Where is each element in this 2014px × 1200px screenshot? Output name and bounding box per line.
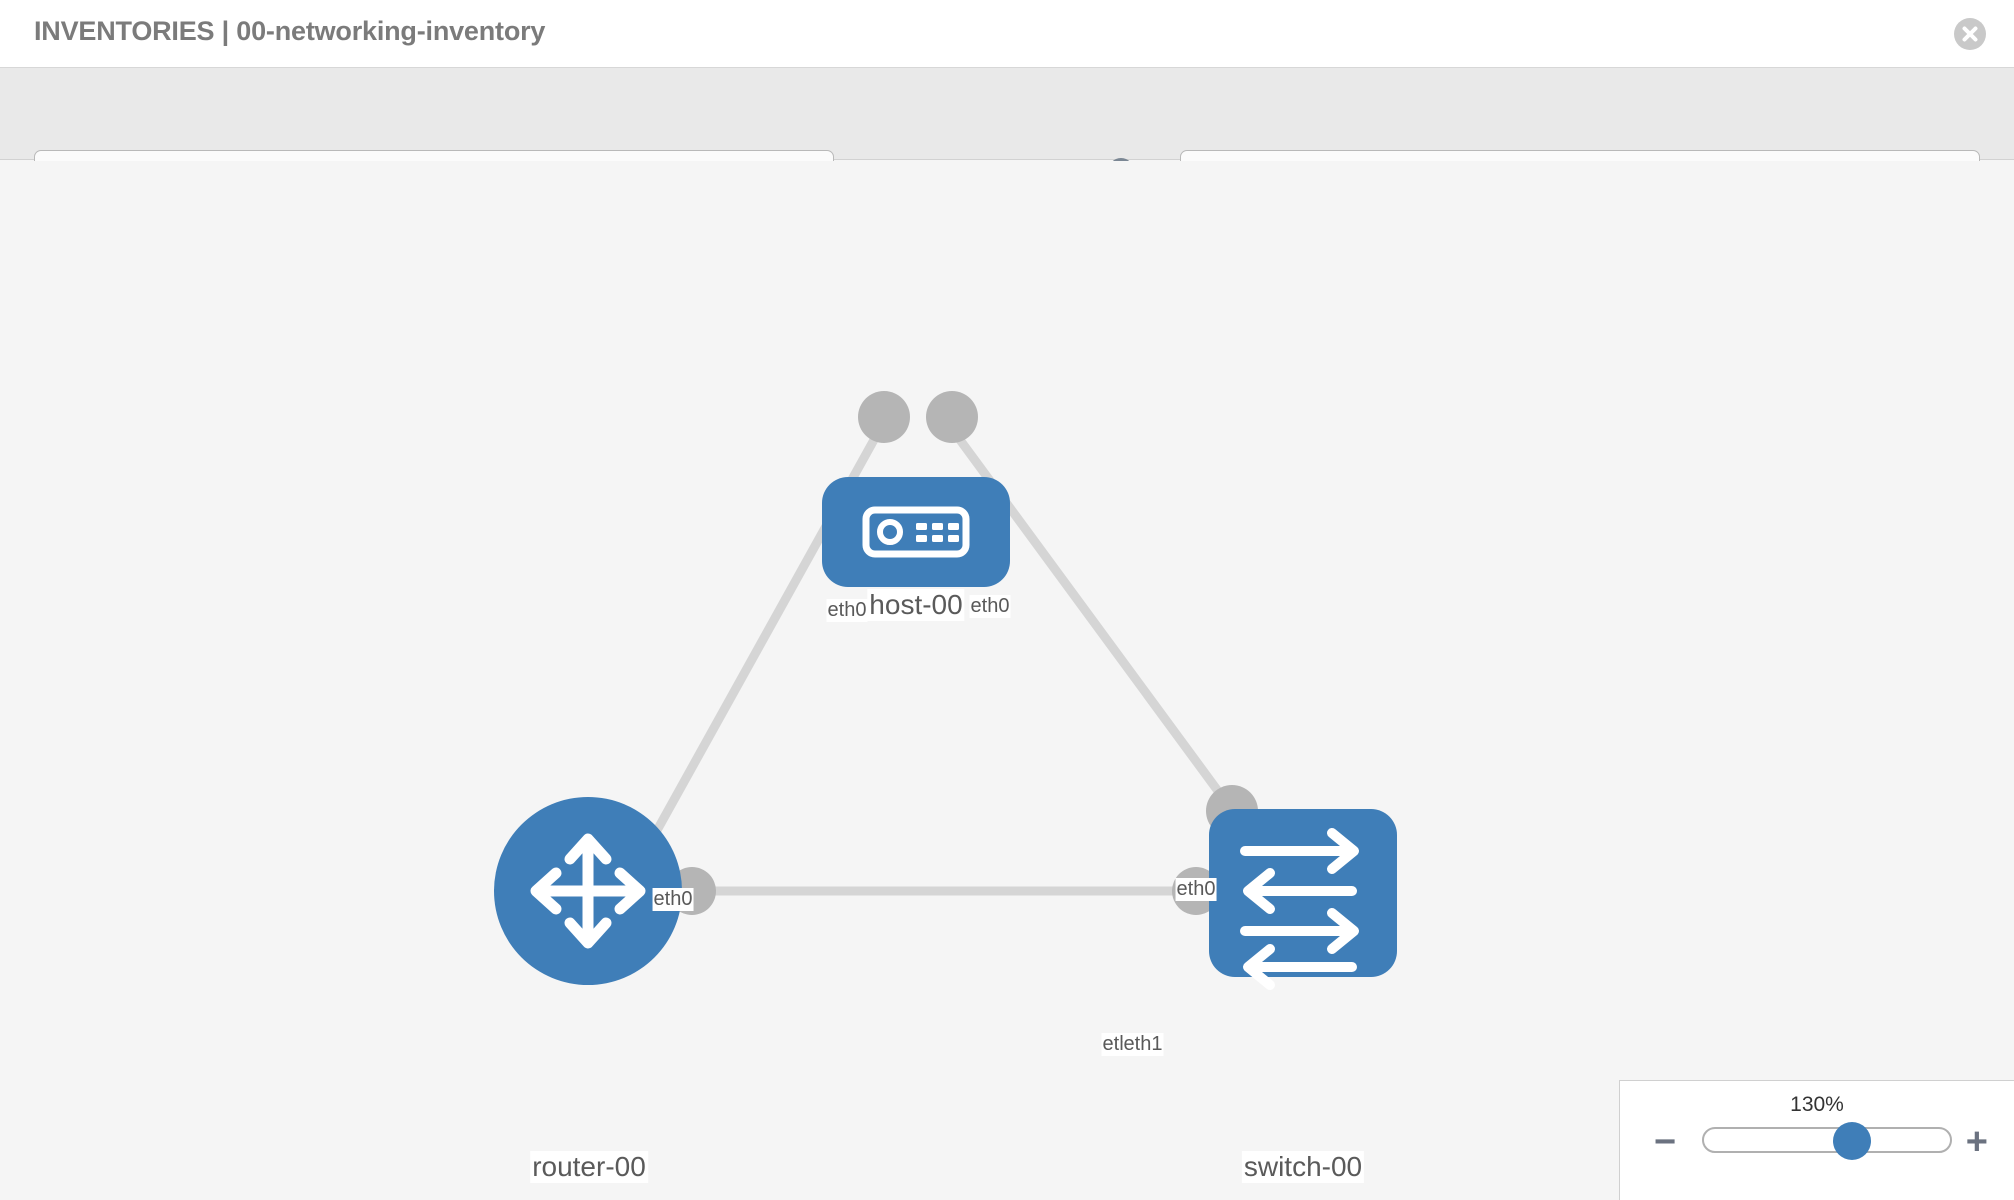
iface-label-router-eth0-up: eth0 xyxy=(652,888,694,911)
topology-node-switch-00[interactable] xyxy=(1209,809,1397,990)
page-title: INVENTORIES | 00-networking-inventory xyxy=(34,16,546,46)
zoom-percent-label: 130% xyxy=(1790,1093,1844,1116)
zoom-control: 130% − + xyxy=(1619,1080,2014,1200)
zoom-slider-thumb[interactable] xyxy=(1832,1122,1871,1160)
router-arrows-icon xyxy=(530,833,646,949)
iface-label-host-eth0-left: eth0 xyxy=(826,599,868,622)
node-label-router-00: router-00 xyxy=(530,1151,648,1183)
iface-label-switch-eth1: eth1 xyxy=(1122,1033,1164,1056)
close-icon[interactable] xyxy=(1954,18,1986,50)
iface-label-switch-eth0-up: eth0 xyxy=(1175,878,1217,901)
topology-node-host-00[interactable] xyxy=(822,477,1010,587)
zoom-out-button[interactable]: − xyxy=(1654,1121,1677,1163)
zoom-in-button[interactable]: + xyxy=(1965,1121,1988,1163)
node-label-host-00: host-00 xyxy=(867,589,965,621)
topology-graph xyxy=(494,391,1397,990)
topology-canvas[interactable]: eth0 eth0 eth0 eth0 eth0 eth1 host-00 ro… xyxy=(0,161,2014,1200)
iface-label-host-eth0-right: eth0 xyxy=(969,595,1011,618)
server-icon xyxy=(862,506,970,558)
switch-arrows-icon xyxy=(1240,828,1359,990)
iface-marker xyxy=(858,391,910,443)
toolbar: ACTIONS SEARCH xyxy=(0,68,2014,206)
node-label-switch-00: switch-00 xyxy=(1241,1151,1365,1183)
window-header: INVENTORIES | 00-networking-inventory xyxy=(0,0,2014,68)
topology-node-router-00[interactable] xyxy=(494,797,682,985)
iface-marker xyxy=(926,391,978,443)
zoom-slider-track[interactable] xyxy=(1702,1122,1952,1160)
